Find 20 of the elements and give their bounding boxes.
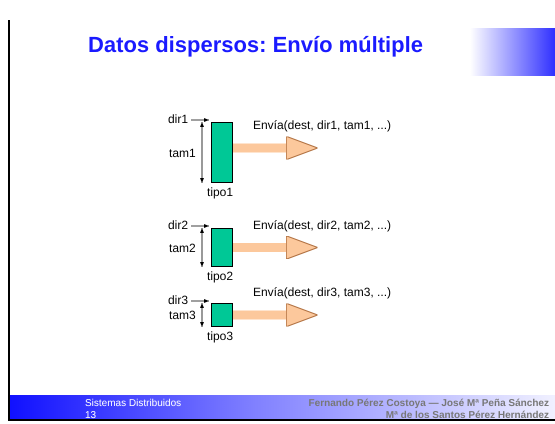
type-label: tipo1 [207,185,234,199]
author-names: Fernando Pérez Costoya — José Mª Peña Sánchez [308,398,549,409]
slide-title: Datos dispersos: Envío múltiple [88,32,423,58]
edge-label: Envía(dest, dir3, tam3, ...) [253,285,392,299]
size-label: tam1 [169,146,196,160]
block-arrow [233,235,318,260]
address-label: dir2 [168,218,188,232]
size-label: tam3 [169,308,196,322]
page-number: 13 [85,410,96,421]
author-names: Mª de los Santos Pérez Hernández [386,410,549,421]
block-arrow [233,136,318,160]
size-label: tam2 [169,240,196,254]
block-arrow [233,302,318,328]
edge-label: Envía(dest, dir1, tam1, ...) [253,118,392,132]
address-label: dir3 [168,293,188,307]
type-label: tipo2 [207,269,234,283]
course-name: Sistemas Distribuidos [85,398,182,409]
edge-label: Envía(dest, dir2, tam2, ...) [253,218,392,232]
address-label: dir1 [168,112,188,126]
type-label: tipo3 [207,329,234,343]
